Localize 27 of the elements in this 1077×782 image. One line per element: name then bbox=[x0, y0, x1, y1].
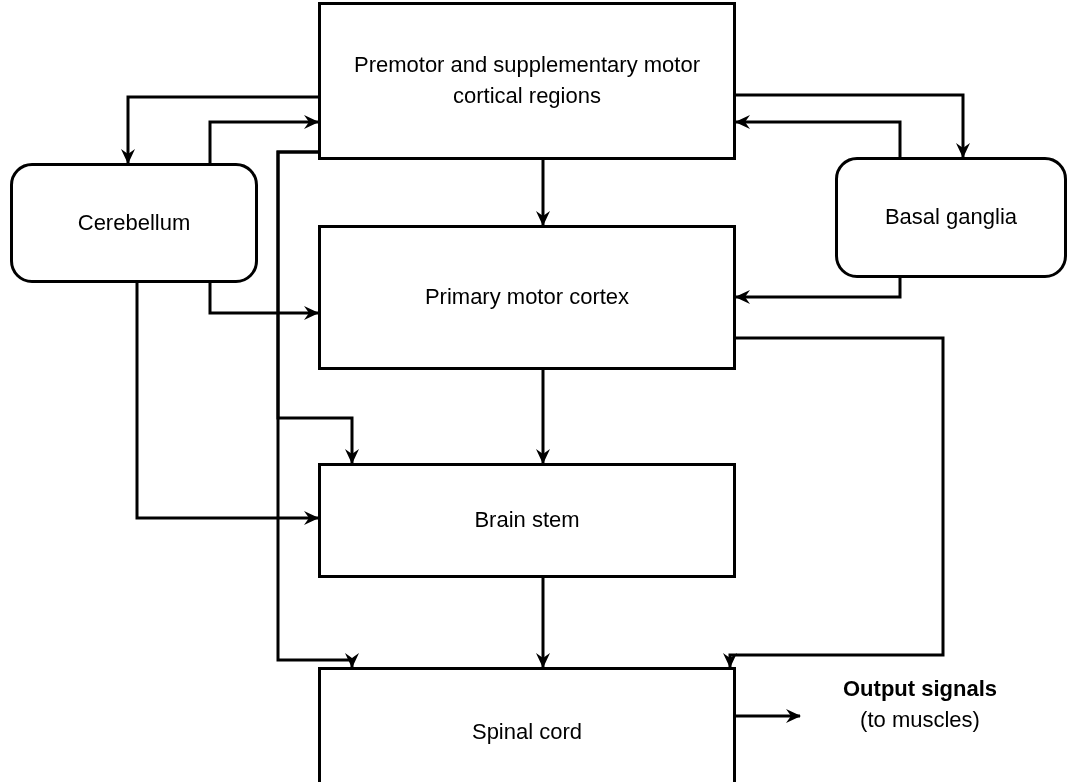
arrow bbox=[536, 578, 550, 668]
node-label: Primary motor cortex bbox=[424, 283, 630, 312]
rounded-box bbox=[835, 157, 1067, 278]
output-label: Output signals bbox=[843, 675, 997, 704]
arrow bbox=[276, 150, 359, 668]
rounded-box bbox=[10, 163, 258, 283]
process-box bbox=[318, 225, 736, 370]
arrow bbox=[736, 93, 970, 158]
arrow bbox=[735, 278, 902, 304]
node-label: Cerebellum bbox=[77, 208, 191, 237]
node-label: Brain stem bbox=[474, 506, 580, 535]
node-label: Spinal cord bbox=[471, 717, 583, 746]
process-box bbox=[318, 463, 736, 578]
arrow bbox=[536, 160, 550, 226]
arrow bbox=[121, 95, 318, 164]
arrow bbox=[135, 283, 319, 525]
output-note: (to muscles) bbox=[860, 706, 980, 734]
node-label: Premotor and supplementary motor cortical regions bbox=[352, 51, 702, 110]
arrow bbox=[723, 336, 945, 668]
arrow bbox=[208, 283, 319, 320]
arrow bbox=[736, 709, 801, 723]
process-box bbox=[318, 667, 736, 782]
arrow bbox=[208, 115, 319, 163]
arrow bbox=[735, 115, 902, 157]
node-label: Basal ganglia bbox=[884, 203, 1018, 232]
arrow bbox=[536, 370, 550, 464]
process-box bbox=[318, 2, 736, 160]
